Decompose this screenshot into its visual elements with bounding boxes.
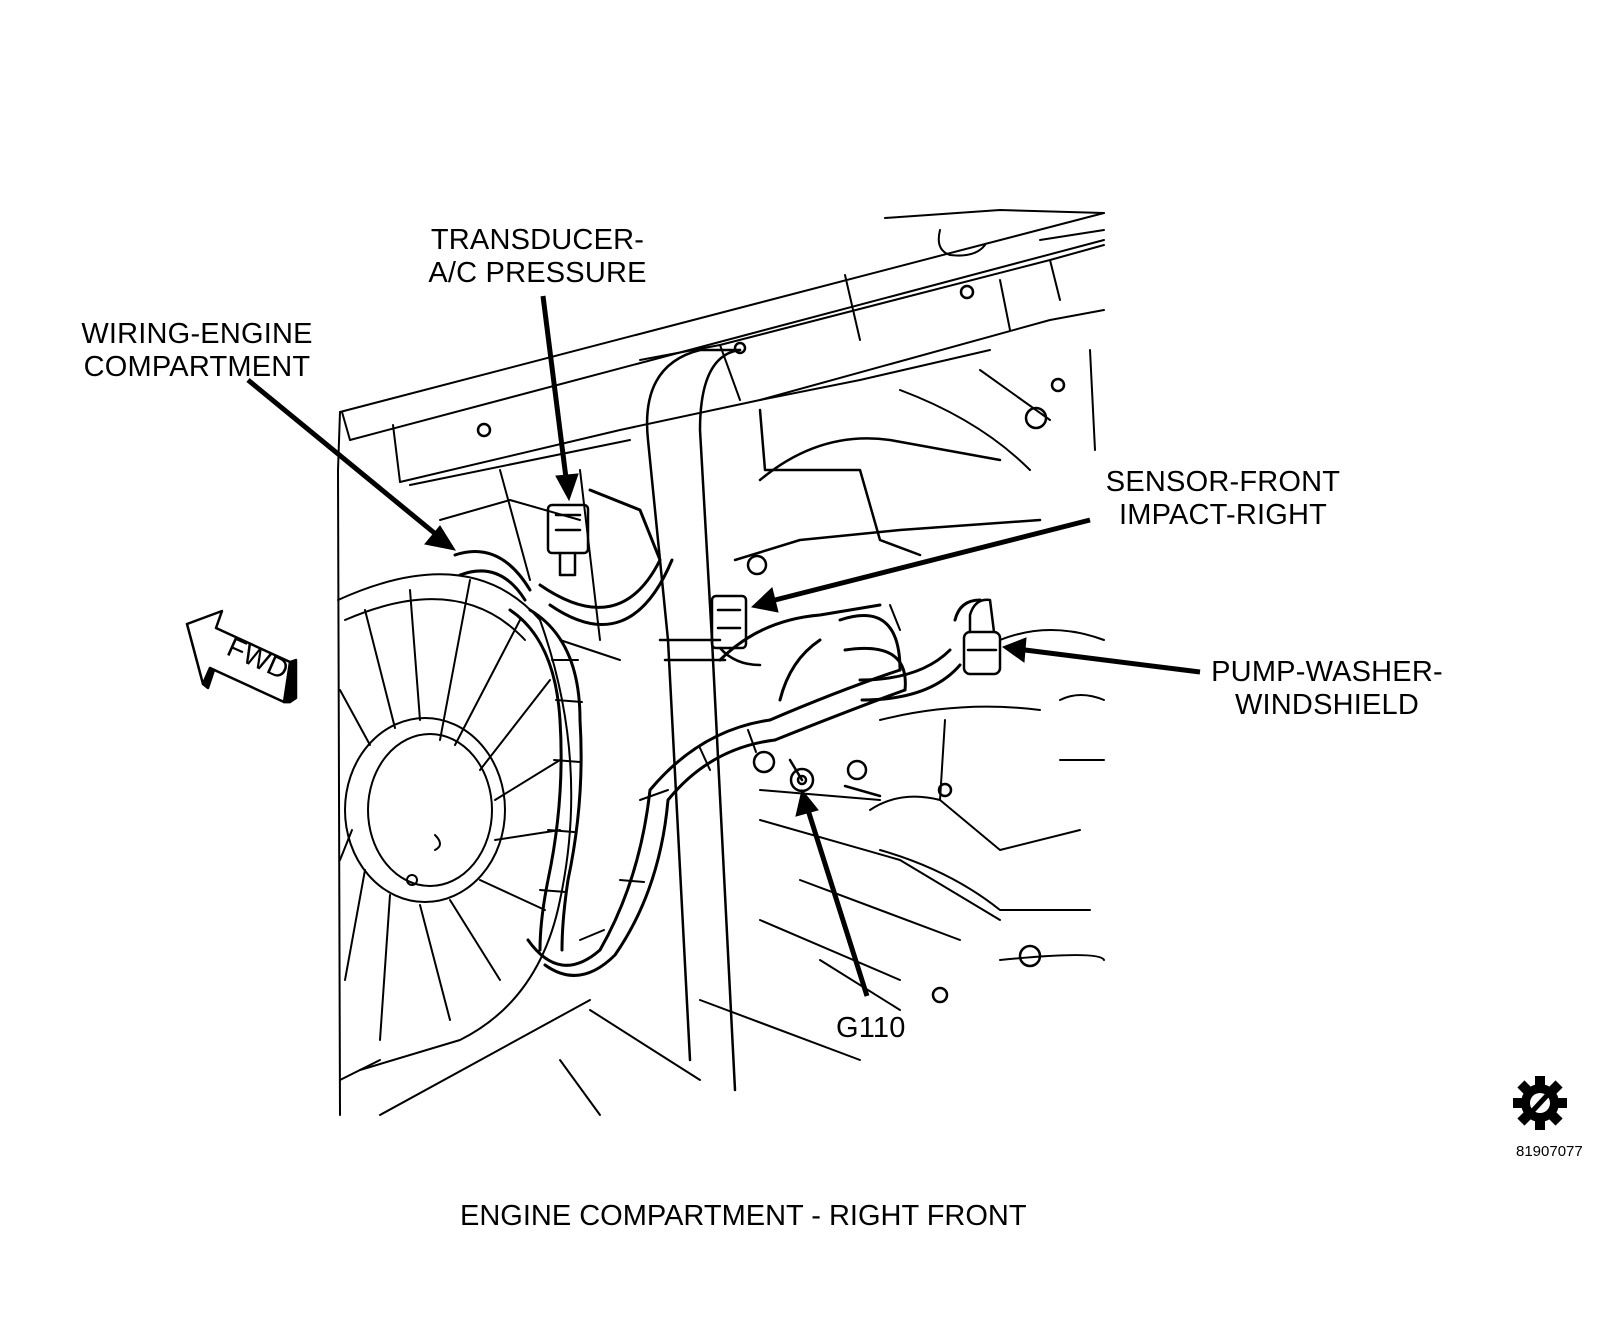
callout-wiring-engine-compartment: WIRING-ENGINE COMPARTMENT [72, 318, 322, 384]
callout-transducer-ac-pressure: TRANSDUCER- A/C PRESSURE [425, 224, 650, 290]
wiring-harness [453, 488, 982, 977]
harness-bands [539, 604, 901, 941]
callout-line: COMPARTMENT [83, 351, 311, 383]
callout-line: WIRING-ENGINE [81, 318, 313, 350]
gear-slash-icon [1513, 1076, 1567, 1130]
callout-line: SENSOR-FRONT [1105, 466, 1341, 498]
callout-line: IMPACT-RIGHT [1118, 499, 1328, 531]
left-structure [337, 469, 621, 1116]
callout-sensor-front-impact-right: SENSOR-FRONT IMPACT-RIGHT [1098, 466, 1348, 532]
callout-line: WINDSHIELD [1234, 689, 1420, 721]
ground-leader [795, 788, 870, 997]
fwd-arrow-icon: FWD [185, 609, 298, 704]
center-support-post [645, 348, 1042, 1092]
sensor-leader [750, 517, 1091, 613]
impact-sensor-connector [710, 594, 762, 667]
pump-leader [1001, 637, 1201, 675]
callout-pump-washer-windshield: PUMP-WASHER- WINDSHIELD [1202, 656, 1452, 722]
wiring-leader [246, 378, 457, 551]
callout-line: TRANSDUCER- [430, 224, 645, 256]
figure-caption: ENGINE COMPARTMENT - RIGHT FRONT [460, 1200, 1027, 1232]
figure-code: 81907077 [1516, 1143, 1583, 1160]
callout-line: PUMP-WASHER- [1211, 656, 1443, 688]
cooling-fan [337, 573, 573, 1071]
transducer-leader [540, 295, 579, 502]
right-inner-structure [589, 629, 1105, 1081]
callout-g110: G110 [836, 1012, 906, 1045]
washer-pump-connector [962, 598, 1002, 676]
leader-arrows [246, 295, 1201, 997]
callout-line: A/C PRESSURE [428, 257, 647, 289]
callout-line: G110 [836, 1012, 906, 1044]
ac-transducer-connector [546, 503, 590, 577]
upper-crossmember [337, 209, 1105, 486]
